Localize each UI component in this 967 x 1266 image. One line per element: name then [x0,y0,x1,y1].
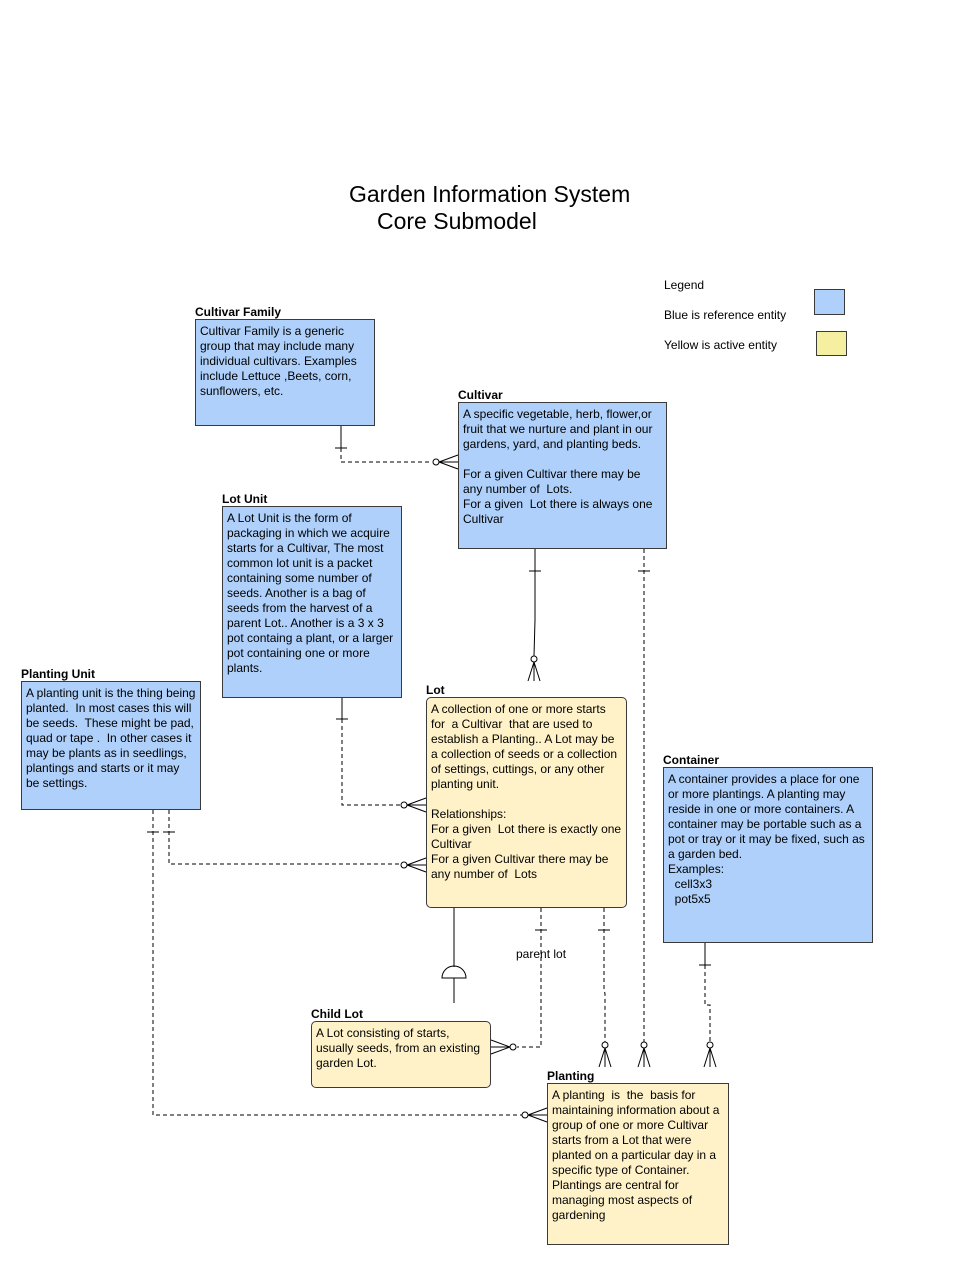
rel-container-planting [699,943,717,1068]
legend-heading: Legend [664,278,705,292]
rel-lot-planting [598,908,612,1068]
entity-label-planting-unit: Planting Unit [21,667,95,681]
diagram-title: Garden Information System [349,181,631,207]
entity-planting-unit[interactable]: A planting unit is the thing being plant… [21,681,201,810]
entity-child-lot[interactable]: A Lot consisting of starts, usually seed… [311,1021,491,1088]
entity-lot-unit[interactable]: A Lot Unit is the form of packaging in w… [222,506,402,698]
diagram-subtitle: Core Submodel [377,208,537,234]
rel-lot-childlot-subtype [441,908,467,1003]
rel-lot-childlot-parent [490,908,547,1055]
entity-cultivar-family[interactable]: Cultivar Family is a generic group that … [195,319,375,426]
relationship-label-parent-lot: parent lot [516,947,567,961]
entity-label-cultivar-family: Cultivar Family [195,305,282,319]
legend-blue-label: Blue is reference entity [664,308,787,322]
entity-container[interactable]: A container provides a place for one or … [663,767,873,943]
legend-yellow-swatch [816,331,847,356]
rel-plantingunit-planting [147,810,548,1123]
entity-label-container: Container [663,753,720,767]
rel-plantingunit-lot [163,810,427,873]
entity-cultivar[interactable]: A specific vegetable, herb, flower,or fr… [458,402,667,549]
rel-cultivar-lot [527,549,541,682]
entity-label-child-lot: Child Lot [311,1007,363,1021]
legend-yellow-label: Yellow is active entity [664,338,777,352]
legend-blue-swatch [814,289,845,315]
entity-label-lot: Lot [426,683,445,697]
rel-lotunit-lot [336,698,427,813]
entity-label-lot-unit: Lot Unit [222,492,268,506]
rel-cultivarfamily-cultivar [335,426,459,470]
entity-label-planting: Planting [547,1069,595,1083]
entity-lot[interactable]: A collection of one or more starts for a… [426,697,627,908]
rel-cultivar-planting [637,549,651,1068]
entity-label-cultivar: Cultivar [458,388,503,402]
entity-planting[interactable]: A planting is the basis for maintaining … [547,1083,729,1245]
